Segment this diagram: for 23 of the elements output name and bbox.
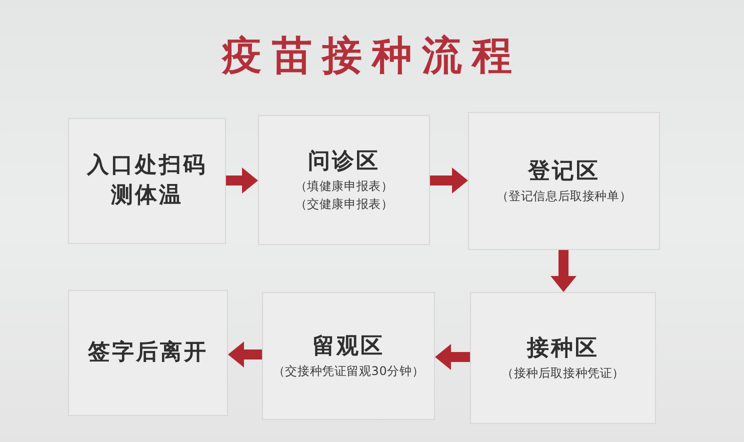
step-label: 入口处扫码测体温 bbox=[86, 152, 208, 210]
arrow bbox=[550, 250, 576, 292]
process-box bbox=[258, 115, 430, 245]
process-box bbox=[262, 292, 435, 420]
step-note: （登记信息后取接种单） bbox=[496, 188, 632, 205]
arrow bbox=[430, 168, 468, 194]
arrow bbox=[228, 342, 262, 368]
process-box bbox=[468, 112, 660, 250]
arrow bbox=[435, 344, 470, 370]
process-box bbox=[68, 290, 228, 416]
step-label: 签字后离开 bbox=[88, 338, 208, 367]
step-note: （交健康申报表） bbox=[294, 196, 394, 213]
step-note: （接种后取接种凭证） bbox=[502, 365, 624, 382]
step-note: （填健康申报表） bbox=[294, 178, 394, 195]
process-box bbox=[470, 292, 656, 424]
step-label: 留观区 bbox=[312, 333, 384, 361]
process-box bbox=[68, 118, 226, 244]
arrow bbox=[226, 168, 258, 194]
step-note: （交接种凭证留观30分钟） bbox=[272, 363, 424, 380]
step-label: 登记区 bbox=[528, 158, 600, 186]
step-label: 问诊区 bbox=[308, 148, 380, 176]
step-label: 接种区 bbox=[527, 335, 599, 363]
diagram-title: 疫苗接种流程 bbox=[222, 31, 522, 81]
